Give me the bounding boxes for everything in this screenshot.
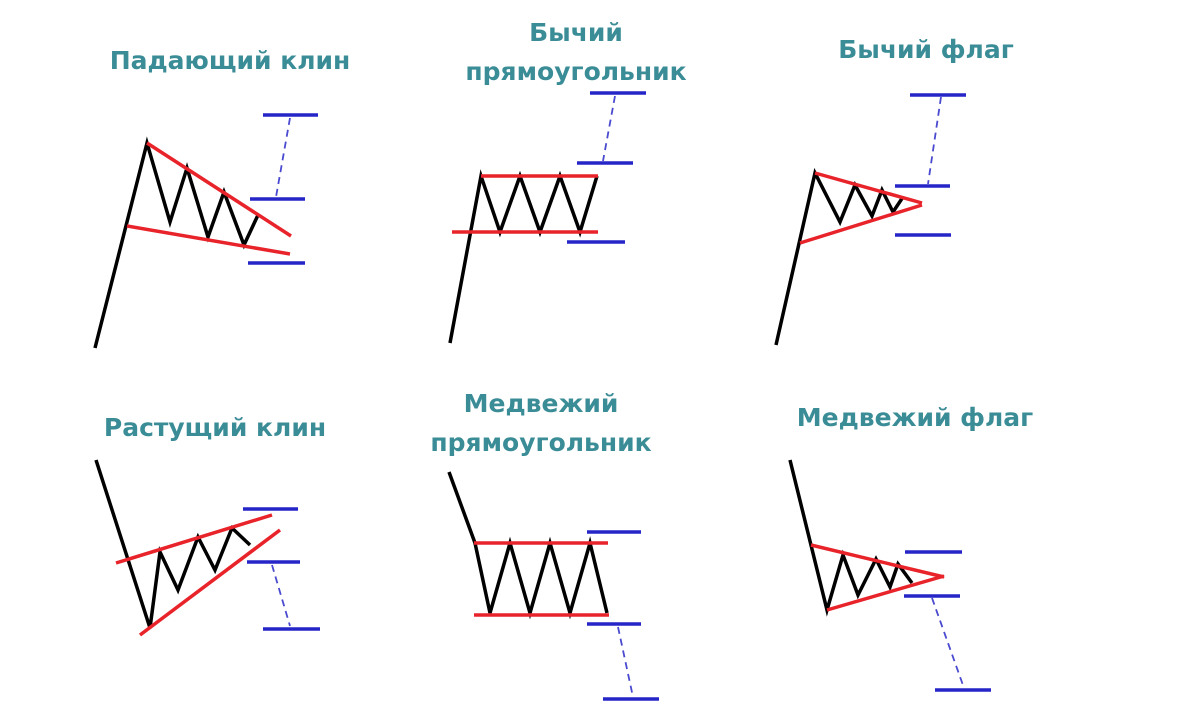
- target-range: [602, 95, 616, 162]
- title-bull-rectangle-line1: Бычий: [529, 18, 623, 47]
- upper-trendline: [810, 543, 945, 579]
- upper-trendline: [115, 513, 273, 565]
- lower-trendline: [826, 574, 945, 612]
- lower-trendline: [799, 203, 923, 245]
- falling-wedge-pattern: [93, 113, 318, 349]
- title-rising-wedge: Растущий клин: [104, 413, 326, 442]
- title-bear-flag: Медвежий флаг: [797, 403, 1033, 432]
- price-line: [774, 167, 905, 346]
- price-line: [788, 459, 914, 617]
- bear-flag-pattern: [788, 459, 991, 692]
- title-falling-wedge: Падающий клин: [110, 46, 351, 75]
- upper-trendline: [814, 171, 923, 205]
- price-line: [93, 136, 260, 349]
- target-range: [271, 564, 291, 627]
- target-range: [927, 96, 942, 185]
- bull-flag-pattern: [774, 93, 966, 346]
- upper-trendline: [146, 141, 292, 238]
- target-range: [617, 626, 634, 698]
- bear-rectangle-pattern: [447, 471, 659, 701]
- bull-rectangle-pattern: [448, 91, 646, 344]
- price-line: [448, 169, 599, 344]
- title-bear-rectangle-line1: Медвежий: [464, 389, 619, 418]
- price-line: [447, 471, 609, 620]
- target-range: [275, 117, 291, 198]
- price-line: [94, 459, 252, 629]
- title-bear-rectangle-line2: прямоугольник: [430, 428, 651, 457]
- rising-wedge-pattern: [94, 459, 320, 637]
- target-range: [931, 597, 965, 689]
- title-bull-flag: Бычий флаг: [838, 35, 1014, 64]
- lower-trendline: [126, 224, 291, 256]
- lower-trendline: [138, 528, 282, 637]
- title-bull-rectangle-line2: прямоугольник: [465, 57, 686, 86]
